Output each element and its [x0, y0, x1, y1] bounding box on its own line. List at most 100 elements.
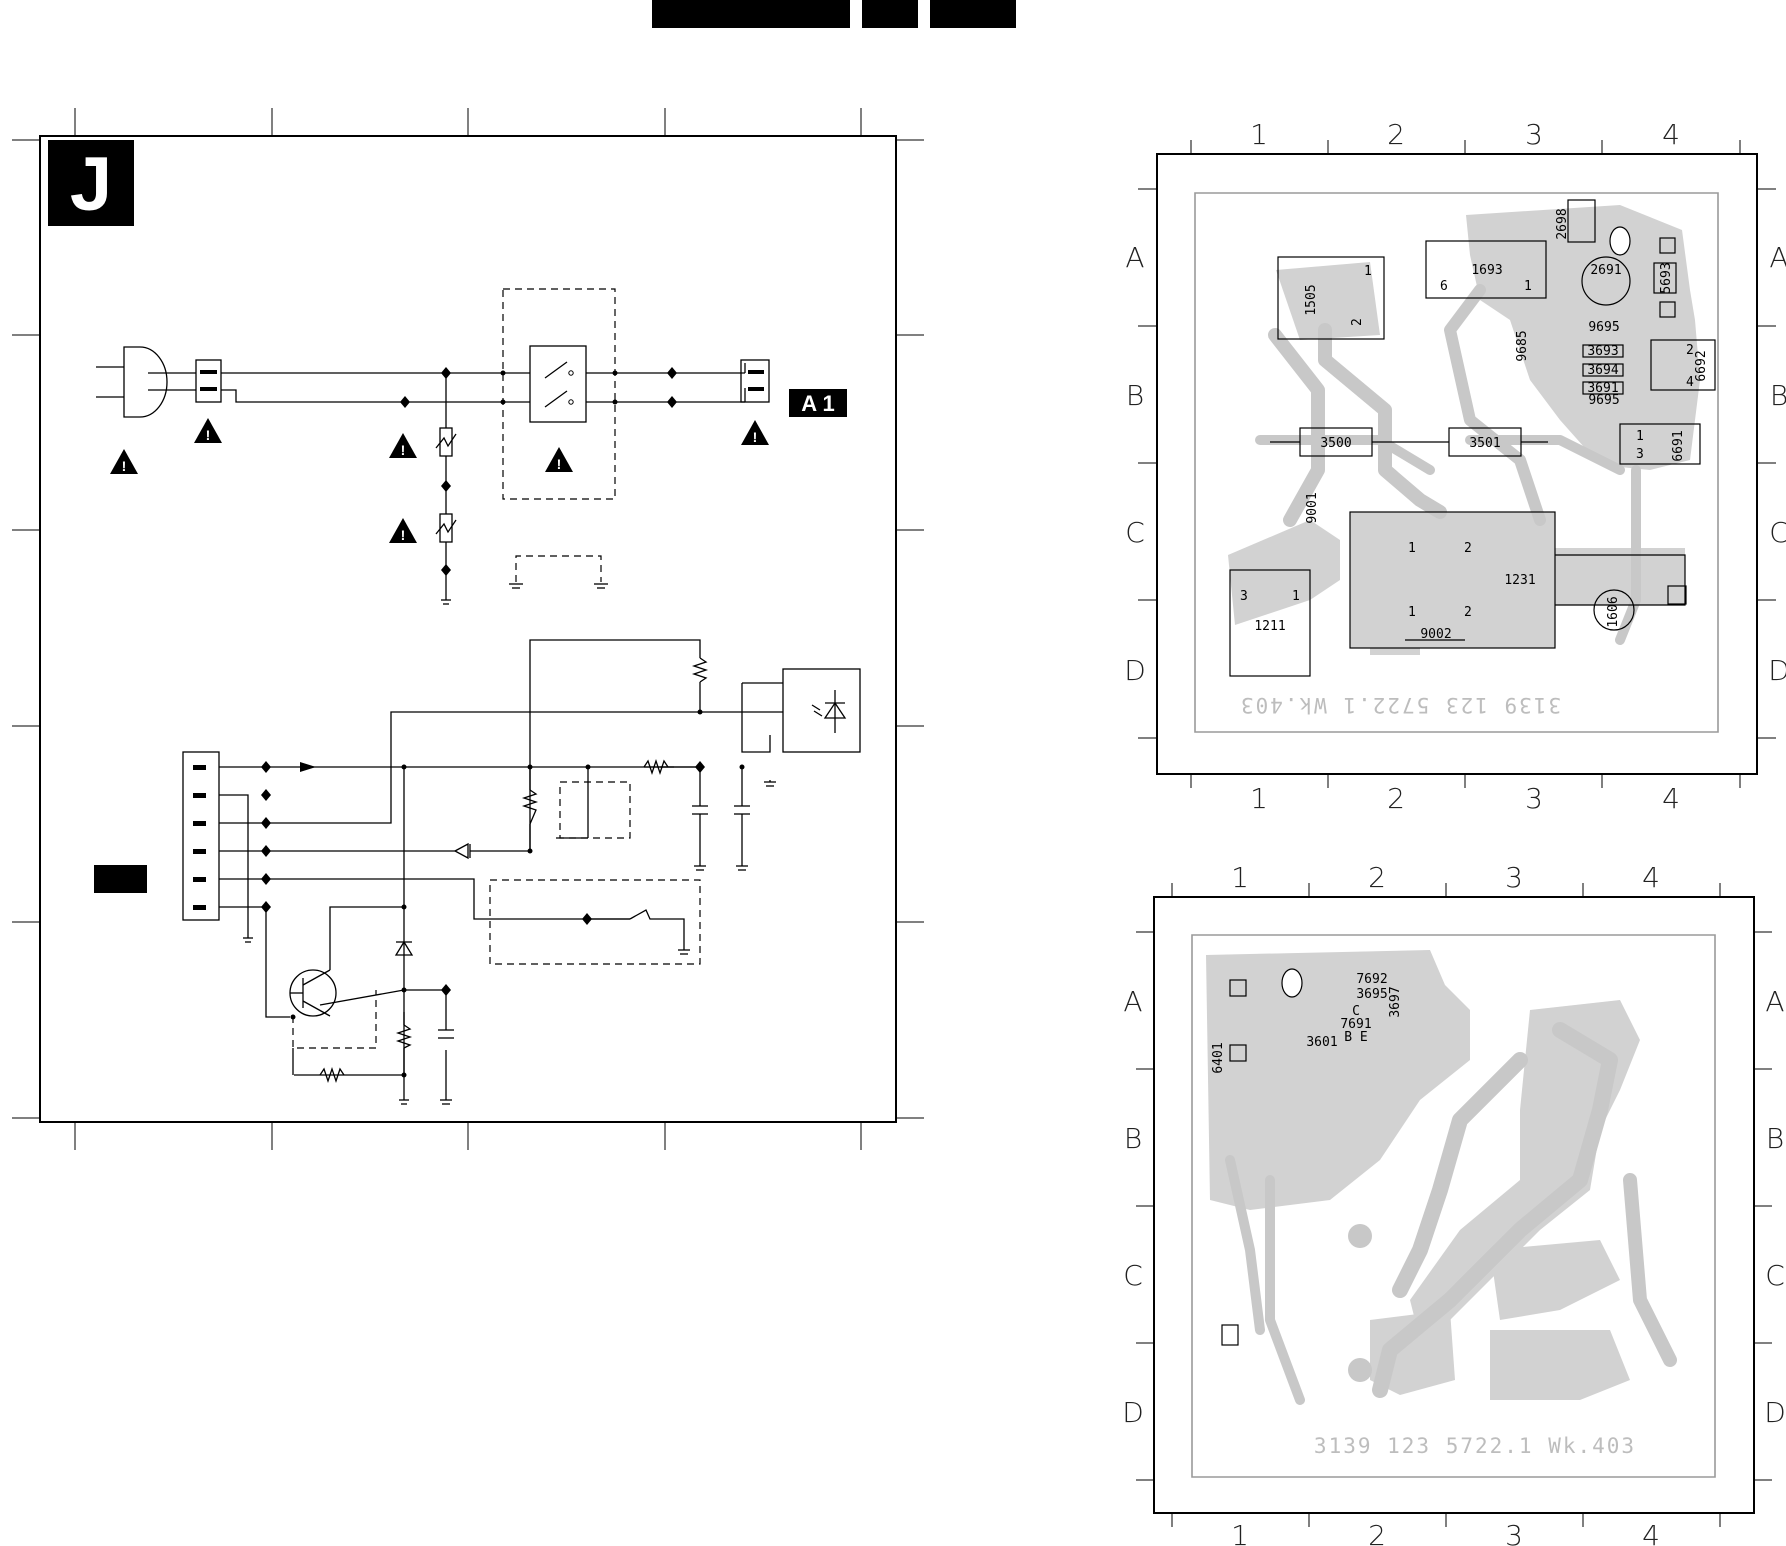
svg-text:!: ! — [401, 442, 406, 458]
header-bar-1 — [652, 0, 850, 28]
header-bar-3 — [930, 0, 1016, 28]
header-bars — [652, 0, 1016, 28]
component-label: 9695 — [1588, 393, 1619, 408]
standby-switch-box — [489, 879, 701, 965]
component-label: 3601 — [1306, 1035, 1337, 1050]
component-label: 9002 — [1420, 627, 1451, 642]
row-label: C — [1123, 1259, 1143, 1292]
schematic-panel: J A 1 — [12, 108, 924, 1150]
svg-text:!: ! — [122, 458, 127, 474]
component-label: 1211 — [1254, 619, 1285, 634]
component-label: 9685 — [1515, 330, 1530, 361]
component-label: 9001 — [1305, 492, 1320, 523]
pcb-bottom-outline — [1191, 934, 1716, 1478]
col-label: 4 — [1642, 861, 1660, 894]
ref-label-box — [789, 389, 847, 417]
output-connector — [740, 359, 770, 403]
component-label: 3695 — [1356, 987, 1387, 1002]
row-label: B — [1126, 379, 1144, 412]
row-label: A — [1769, 241, 1786, 274]
col-label: 2 — [1387, 118, 1405, 151]
connector-label-block — [94, 865, 147, 893]
vdr-resistors — [435, 427, 457, 543]
pcb-bottom-board-text: 3139 123 5722.1 Wk.403 — [1314, 1434, 1636, 1458]
col-label: 2 — [1387, 782, 1405, 815]
row-label: C — [1125, 516, 1145, 549]
component-label: 6692 — [1694, 350, 1709, 381]
svg-text:!: ! — [557, 456, 562, 472]
pcb-bottom-components: 7692 3695 3697 C 7691 B E 3601 6401 — [1211, 968, 1403, 1346]
row-label: D — [1764, 1396, 1786, 1429]
pcb-top-copper — [1228, 205, 1700, 655]
pin-label: 3 — [1636, 447, 1644, 462]
component-label: 7692 — [1356, 972, 1387, 987]
row-label: D — [1122, 1396, 1144, 1429]
pcb-bottom-grid-ticks — [1136, 883, 1772, 1527]
svg-text:!: ! — [206, 427, 211, 443]
pad-square — [1229, 1044, 1247, 1062]
col-label: 4 — [1662, 782, 1680, 815]
pcb-top-board-text: 3139 123 5722.1 Wk.403 — [1239, 693, 1561, 717]
pad-square — [1659, 301, 1676, 318]
pcb-top-frame — [1156, 153, 1758, 775]
pad-square — [1221, 1324, 1239, 1346]
control-resistors — [319, 657, 709, 1084]
row-label: A — [1765, 985, 1784, 1018]
pin-label: 2 — [1350, 318, 1365, 326]
component-3693 — [1582, 344, 1624, 358]
mounting-hole — [1281, 968, 1303, 998]
warning-icon: ! — [110, 449, 138, 474]
earth-terminals — [509, 555, 608, 589]
col-label: 1 — [1250, 118, 1268, 151]
component-label: 2698 — [1555, 208, 1570, 239]
pin-label: 2 — [1464, 605, 1472, 620]
schematic-frame — [39, 135, 897, 1123]
pin-label: 4 — [1686, 375, 1694, 390]
warning-icons: ! ! ! ! ! ! — [110, 418, 769, 543]
pin-label: 1 — [1524, 279, 1532, 294]
schematic-grid-ticks — [12, 108, 924, 1150]
col-label: 3 — [1525, 118, 1543, 151]
optional-component-box — [559, 781, 631, 839]
row-label: D — [1124, 654, 1146, 687]
warning-icon: ! — [389, 433, 417, 458]
col-label: 4 — [1642, 1519, 1660, 1546]
pin-label: 2 — [1464, 541, 1472, 556]
component-1693 — [1425, 240, 1547, 299]
pcb-top-view: 1 2 3 4 1 2 3 4 A B C D A B C D — [1124, 118, 1786, 815]
component-label: 3500 — [1320, 436, 1351, 451]
col-label: 4 — [1662, 118, 1680, 151]
component-3691 — [1582, 381, 1624, 395]
pcb-bottom-view: 1 2 3 4 1 2 3 4 A B C D A B C D — [1122, 861, 1786, 1546]
row-label: D — [1768, 654, 1786, 687]
warning-icon: ! — [741, 420, 769, 445]
component-6692 — [1650, 339, 1716, 391]
component-label: 3501 — [1469, 436, 1500, 451]
control-junctions — [261, 709, 745, 1078]
svg-text:!: ! — [401, 527, 406, 543]
mounting-hole — [1609, 226, 1631, 256]
pad-square — [1659, 237, 1676, 254]
standby-switch — [587, 909, 690, 955]
component-label: 3694 — [1587, 363, 1618, 378]
component-label: B E — [1344, 1030, 1367, 1045]
pin-label: 1 — [1364, 264, 1372, 279]
component-label: 3697 — [1388, 986, 1403, 1017]
row-label: C — [1765, 1259, 1785, 1292]
row-label: B — [1124, 1122, 1142, 1155]
pin-label: 1 — [1408, 541, 1416, 556]
component-label: C — [1352, 1004, 1360, 1019]
control-wiring — [219, 639, 783, 1105]
svg-text:!: ! — [753, 429, 758, 445]
led-indicator-module — [782, 668, 861, 753]
pad-square — [1667, 585, 1687, 605]
control-connector — [182, 751, 220, 921]
input-connector — [195, 359, 222, 403]
header-bar-2 — [862, 0, 918, 28]
panel-letter-box — [48, 140, 134, 226]
panel-letter: J — [70, 142, 112, 227]
warning-icon: ! — [389, 518, 417, 543]
led-diodes — [394, 842, 471, 956]
pin-label: 1 — [1408, 605, 1416, 620]
component-2691 — [1581, 256, 1631, 306]
